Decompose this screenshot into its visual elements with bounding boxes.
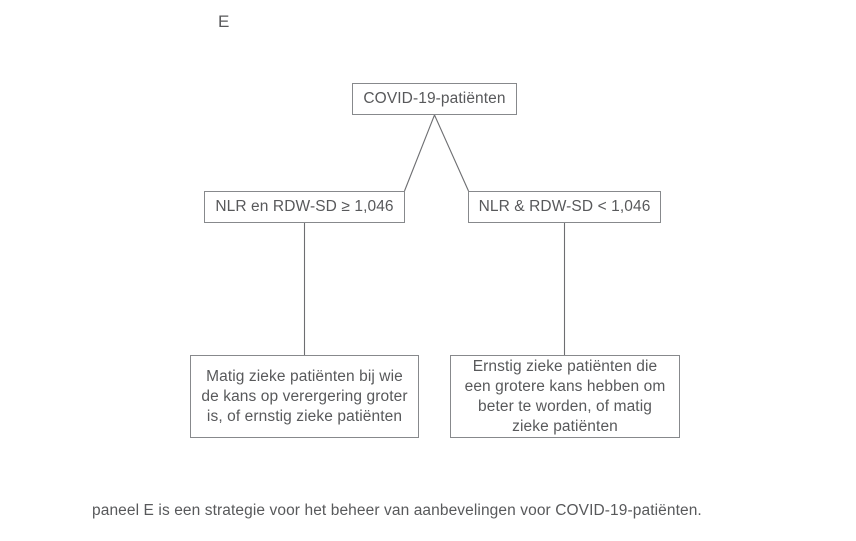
figure-caption: paneel E is een strategie voor het behee…: [92, 502, 702, 519]
edge-root-to-right-criterion: [433, 114, 470, 192]
node-severe-improving: Ernstig zieke patiënten die een grotere …: [450, 355, 680, 438]
panel-letter: E: [218, 12, 230, 31]
node-covid-19-patients-label: COVID-19-patiënten: [363, 90, 506, 107]
node-nlr-rdwsd-low-label: NLR & RDW-SD < 1,046: [478, 198, 651, 215]
node-covid-19-patients: COVID-19-patiënten: [352, 83, 517, 115]
node-nlr-rdwsd-high-label: NLR en RDW-SD ≥ 1,046: [215, 198, 394, 215]
node-moderate-worsening: Matig zieke patiënten bij wie de kans op…: [190, 355, 419, 438]
edge-root-to-left-criterion: [403, 114, 436, 192]
node-severe-improving-label: Ernstig zieke patiënten die een grotere …: [464, 357, 666, 435]
node-nlr-rdwsd-high: NLR en RDW-SD ≥ 1,046: [204, 191, 405, 223]
node-moderate-worsening-label: Matig zieke patiënten bij wie de kans op…: [201, 367, 408, 425]
node-nlr-rdwsd-low: NLR & RDW-SD < 1,046: [468, 191, 661, 223]
